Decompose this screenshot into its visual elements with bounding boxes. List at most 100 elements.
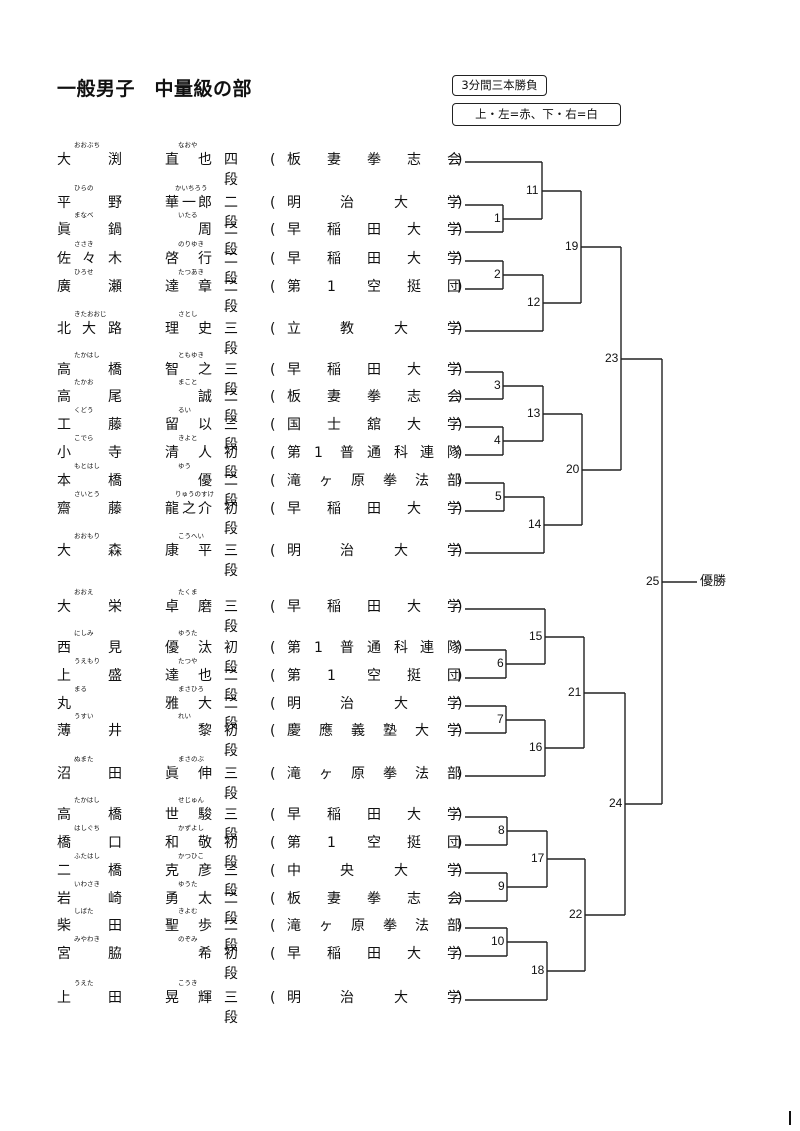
surname-char: 木	[108, 251, 122, 267]
surname-ruby: ふたはし	[74, 852, 100, 860]
match-number: 10	[491, 934, 505, 948]
surname-char: 井	[108, 723, 122, 739]
affiliation-char: ヶ	[319, 473, 333, 489]
affiliation-char: 田	[367, 362, 381, 378]
affiliation-close-paren: )	[457, 543, 463, 559]
affiliation-char: 央	[340, 863, 354, 879]
affiliation-char: 早	[287, 501, 301, 517]
affiliation-char: 学	[447, 696, 461, 712]
affiliation-char: 稲	[327, 946, 341, 962]
affiliation-close-paren: )	[457, 599, 463, 615]
affiliation-close-paren: )	[457, 222, 463, 238]
affiliation-close-paren: )	[457, 863, 463, 879]
affiliation-char: 義	[351, 723, 365, 739]
affiliation-char: 隊	[447, 445, 461, 461]
surname-ruby: はしぐち	[74, 824, 100, 832]
surname-char: 橋	[108, 807, 122, 823]
given-name-char: 聖	[165, 918, 179, 934]
given-name-char: 克	[165, 863, 179, 879]
affiliation-char: 会	[447, 891, 461, 907]
affiliation-char: 第	[287, 279, 301, 295]
affiliation-char: 田	[367, 222, 381, 238]
surname-char: 崎	[108, 891, 122, 907]
surname-ruby: しばた	[74, 907, 94, 915]
given-name-char: 人	[198, 445, 212, 461]
rank-dan: 三段	[224, 807, 238, 843]
surname-char: 宮	[57, 946, 71, 962]
affiliation-open-paren: (	[270, 723, 276, 739]
surname-char: 上	[57, 668, 71, 684]
affiliation-open-paren: (	[270, 990, 276, 1006]
surname-char: 盛	[108, 668, 122, 684]
affiliation-char: 大	[394, 321, 408, 337]
affiliation-char: 拳	[383, 918, 397, 934]
affiliation-char: 部	[447, 918, 461, 934]
affiliation-char: 應	[319, 723, 333, 739]
affiliation-open-paren: (	[270, 640, 276, 656]
surname-char: 西	[57, 640, 71, 656]
affiliation-char: 大	[394, 990, 408, 1006]
affiliation-open-paren: (	[270, 766, 276, 782]
affiliation-char: 1	[327, 835, 336, 851]
affiliation-open-paren: (	[270, 445, 276, 461]
affiliation-close-paren: )	[457, 696, 463, 712]
match-number: 20	[566, 462, 580, 476]
surname-char: 橋	[57, 835, 71, 851]
surname-ruby: おおもり	[74, 532, 100, 540]
affiliation-open-paren: (	[270, 152, 276, 168]
given-name-char: 卓	[165, 599, 179, 615]
given-name-char: 優	[165, 640, 179, 656]
surname-char: 丸	[57, 696, 71, 712]
given-name-char: 之	[198, 362, 212, 378]
given-name-char: 之	[182, 501, 196, 517]
affiliation-char: 法	[415, 918, 429, 934]
surname-ruby: さいとう	[74, 490, 100, 498]
affiliation-char: 学	[447, 599, 461, 615]
affiliation-char: 志	[407, 152, 421, 168]
affiliation-open-paren: (	[270, 251, 276, 267]
given-name-char: 優	[198, 473, 212, 489]
given-name-ruby: かつひこ	[178, 852, 204, 860]
surname-ruby: まなべ	[74, 211, 94, 219]
given-name-char: 敬	[198, 835, 212, 851]
affiliation-open-paren: (	[270, 599, 276, 615]
affiliation-char: 第	[287, 640, 301, 656]
surname-char: 工	[57, 417, 71, 433]
affiliation-char: 学	[447, 195, 461, 211]
affiliation-char: 挺	[407, 668, 421, 684]
affiliation-char: 原	[351, 473, 365, 489]
given-name-ruby: さとし	[178, 310, 198, 318]
affiliation-char: 田	[367, 946, 381, 962]
affiliation-open-paren: (	[270, 946, 276, 962]
given-name-char: 大	[198, 696, 212, 712]
affiliation-char: 田	[367, 501, 381, 517]
given-name-ruby: まさのぶ	[178, 755, 204, 763]
surname-char: 栄	[108, 599, 122, 615]
affiliation-char: 空	[367, 668, 381, 684]
match-number: 8	[498, 823, 505, 837]
surname-char: 柴	[57, 918, 71, 934]
affiliation-open-paren: (	[270, 835, 276, 851]
given-name-char: 世	[165, 807, 179, 823]
surname-char: 大	[57, 599, 71, 615]
surname-ruby: ひらの	[74, 184, 94, 192]
given-name-char: 達	[165, 668, 179, 684]
affiliation-char: 学	[447, 946, 461, 962]
rank-dan: 初段	[224, 723, 238, 759]
surname-ruby: こでら	[74, 434, 94, 442]
given-name-ruby: たつや	[178, 657, 198, 665]
affiliation-char: 田	[367, 807, 381, 823]
affiliation-char: 1	[314, 445, 323, 461]
affiliation-char: 早	[287, 599, 301, 615]
rank-dan: 初段	[224, 835, 238, 871]
affiliation-char: 拳	[367, 389, 381, 405]
affiliation-char: 会	[447, 389, 461, 405]
surname-char: 田	[108, 766, 122, 782]
affiliation-close-paren: )	[457, 279, 463, 295]
given-name-ruby: まさひろ	[178, 685, 204, 693]
affiliation-close-paren: )	[457, 362, 463, 378]
affiliation-char: 学	[447, 362, 461, 378]
affiliation-char: 大	[394, 195, 408, 211]
given-name-ruby: きよと	[178, 434, 198, 442]
given-name-char: 以	[198, 417, 212, 433]
